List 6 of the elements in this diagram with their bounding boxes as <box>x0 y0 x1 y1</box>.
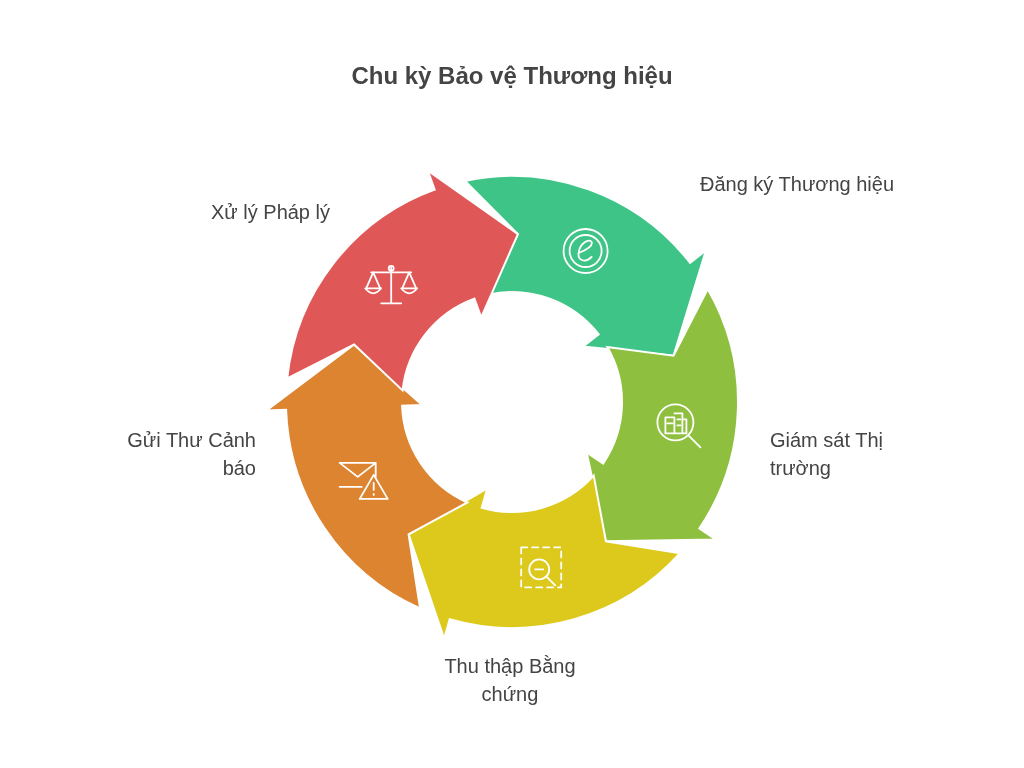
step-label: Xử lý Pháp lý <box>210 200 330 225</box>
title: Chu kỳ Bảo vệ Thương hiệu <box>350 62 674 90</box>
step-label: Đăng ký Thương hiệu <box>700 172 895 197</box>
step-label: Gửi Thư Cảnh báo <box>126 428 256 481</box>
step-label: Giám sát Thị trường <box>770 428 884 481</box>
step-label: Thu thập Bằng chứng <box>443 654 577 707</box>
